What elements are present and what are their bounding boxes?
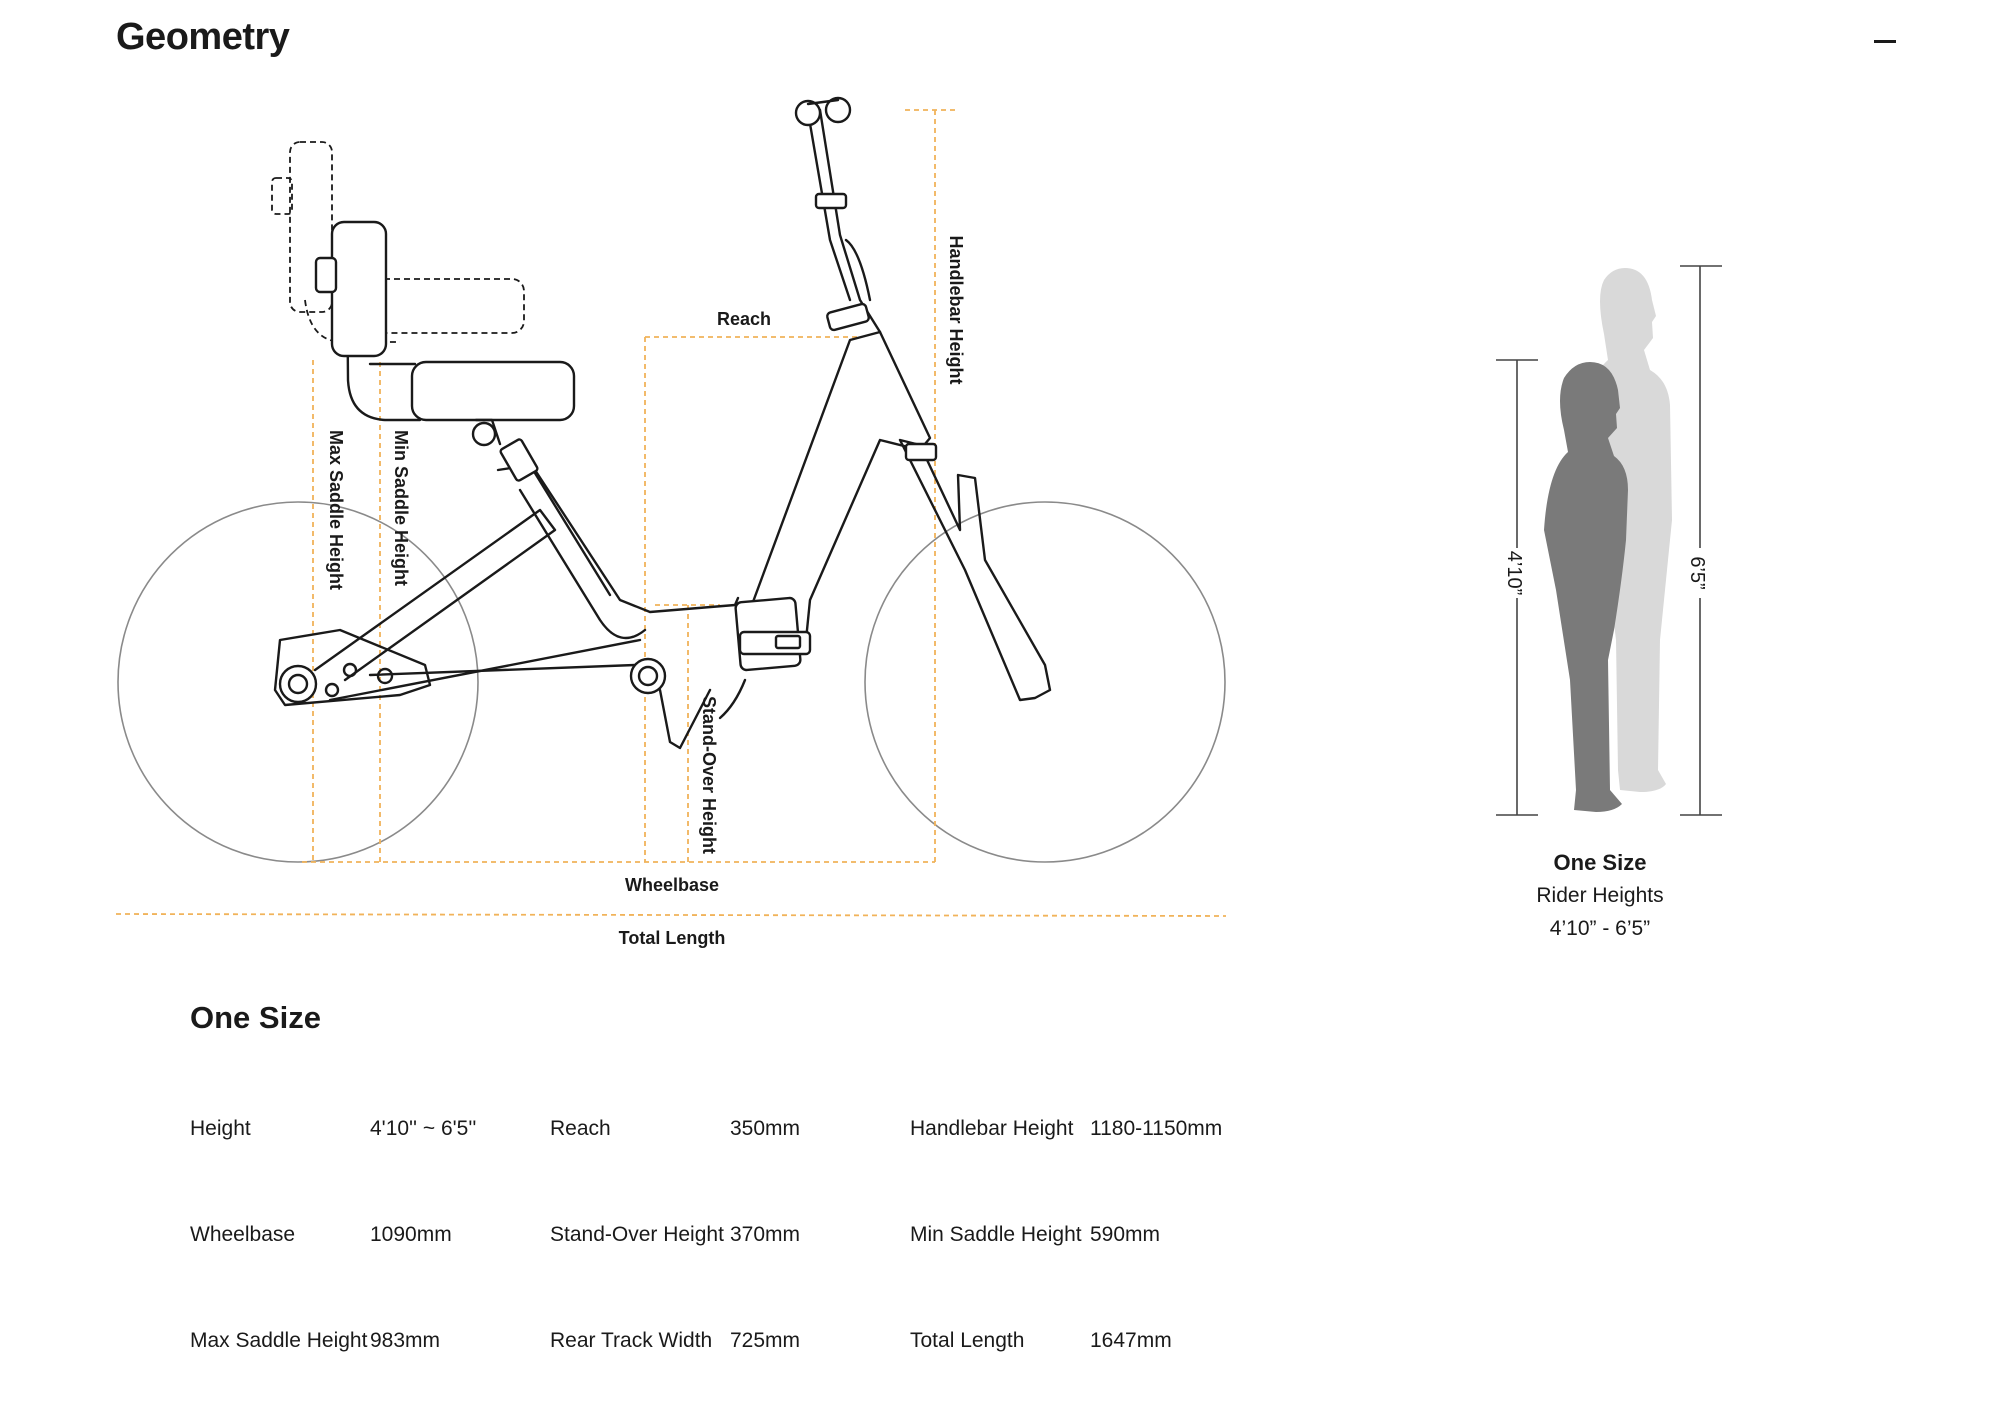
spec-label: Handlebar Height [910,1116,1074,1140]
rider-size: One Size [1553,850,1647,875]
stand-over-height-label: Stand-Over Height [699,696,719,854]
spec-item: Rear Track Width 725mm [550,1325,910,1356]
max-saddle-height-label: Max Saddle Height [326,430,346,590]
spec-label: Stand-Over Height [550,1222,724,1246]
spec-label: Rear Track Width [550,1328,713,1352]
rider-heights-caption: One Size Rider Heights 4’10” - 6’5” [1500,846,1700,945]
page-title: Geometry [116,16,290,58]
minus-icon [1874,40,1896,43]
spec-item: Total Length 1647mm [910,1325,1270,1356]
specs-row: Max Saddle Height 983mm Rear Track Width… [190,1287,1270,1393]
front-wheel [864,501,1226,863]
spec-item: Stand-Over Height 370mm [550,1219,910,1250]
spec-value: 590mm [1090,1222,1161,1246]
seat [314,220,576,447]
short-rider-silhouette [1544,362,1628,812]
specs-row: Height 4'10'' ~ 6'5'' Reach 350mm Handle… [190,1075,1270,1181]
spec-item: Reach 350mm [550,1113,910,1144]
spec-item: Max Saddle Height 983mm [190,1325,550,1356]
spec-label: Wheelbase [190,1222,296,1246]
min-rider-height-label: 4’10” [1503,551,1525,595]
spec-label: Min Saddle Height [910,1222,1082,1246]
spec-value: 4'10'' ~ 6'5'' [370,1116,477,1140]
spec-item: Wheelbase 1090mm [190,1219,550,1250]
spec-item: Handlebar Height 1180-1150mm [910,1113,1270,1144]
specs-table: Height 4'10'' ~ 6'5'' Reach 350mm Handle… [190,1075,1270,1393]
spec-label: Reach [550,1116,611,1140]
min-saddle-height-label: Min Saddle Height [391,430,411,586]
spec-value: 1090mm [370,1222,452,1246]
spec-value: 370mm [730,1222,801,1246]
spec-label: Total Length [910,1328,1025,1352]
max-rider-height-label: 6’5” [1686,556,1708,589]
spec-value: 1647mm [1090,1328,1172,1352]
rider-height-figure: 4’10” 6’5” [1496,265,1722,816]
collapse-button[interactable] [1866,24,1902,60]
spec-label: Height [190,1116,251,1140]
total-length-label: Total Length [619,928,726,948]
rider-heights-label: Rider Heights [1536,884,1664,907]
bike-frame [273,96,1052,750]
spec-item: Min Saddle Height 590mm [910,1219,1270,1250]
spec-item: Height 4'10'' ~ 6'5'' [190,1113,550,1144]
reach-label: Reach [717,309,771,329]
spec-value: 350mm [730,1116,801,1140]
seat-max-position-ghost [271,141,525,343]
spec-label: Max Saddle Height [190,1328,368,1352]
spec-value: 725mm [730,1328,801,1352]
specs-title: One Size [190,1000,321,1035]
rear-wheel [117,501,479,863]
spec-value: 983mm [370,1328,441,1352]
wheelbase-label: Wheelbase [625,875,719,895]
dimension-lines [115,109,1227,917]
rider-heights-range: 4’10” - 6’5” [1549,917,1651,940]
handlebar-height-label: Handlebar Height [946,235,966,384]
specs-row: Wheelbase 1090mm Stand-Over Height 370mm… [190,1181,1270,1287]
spec-value: 1180-1150mm [1090,1116,1223,1140]
